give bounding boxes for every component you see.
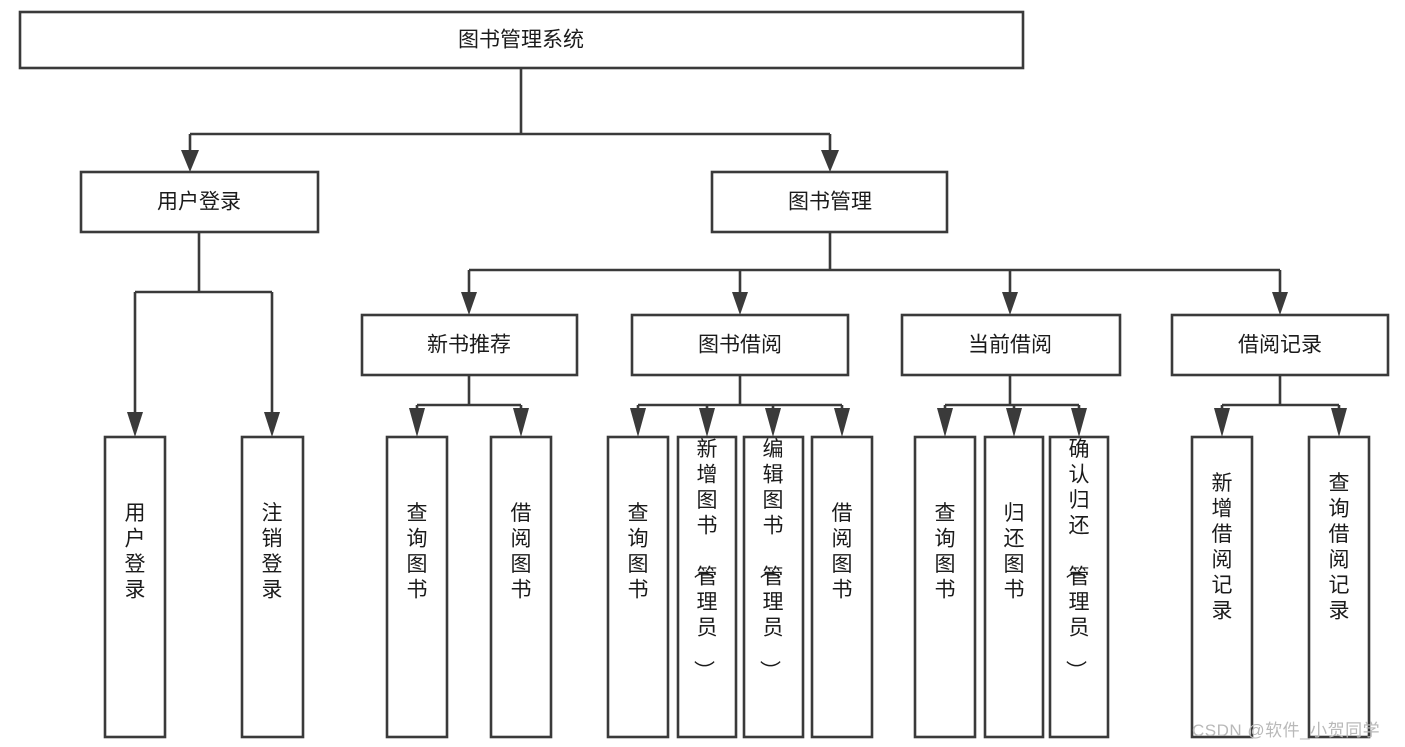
- node-root-box[interactable]: [18, 10, 1025, 70]
- leaf-query-book-3[interactable]: 查询图书: [913, 435, 977, 739]
- leaf-edit-book-label: 编辑图书（管理员）: [758, 438, 784, 681]
- node-root[interactable]: 图书管理系统: [18, 10, 1025, 70]
- leaf-add-book-box[interactable]: [676, 435, 738, 739]
- leaf-query-book-3-label: 查询图书: [935, 502, 956, 602]
- leaf-confirm-return-box[interactable]: [1048, 435, 1110, 739]
- node-new-book-rec-box[interactable]: [360, 313, 579, 377]
- node-user-login-box[interactable]: [79, 170, 320, 234]
- node-new-book-rec-label: 新书推荐: [427, 334, 511, 357]
- arrow-head-user-login: [181, 150, 199, 172]
- arrow-head-leaf-return-book: [1006, 408, 1022, 437]
- leaf-logout-label: 注销登录: [262, 502, 283, 602]
- leaf-query-record-label: 查询借阅记录: [1329, 472, 1350, 623]
- node-user-login-label: 用户登录: [157, 191, 241, 214]
- leaf-edit-book[interactable]: 编辑图书（管理员）: [742, 435, 805, 739]
- leaf-add-book[interactable]: 新增图书（管理员）: [676, 435, 738, 739]
- arrow-head-leaf-query-record: [1331, 408, 1347, 437]
- leaf-add-book-label: 新增图书（管理员）: [692, 438, 718, 681]
- leaf-add-record[interactable]: 新增借阅记录: [1190, 435, 1254, 739]
- leaf-borrow-book-1[interactable]: 借阅图书: [489, 435, 553, 739]
- leaf-user-login-box[interactable]: [103, 435, 167, 739]
- leaf-return-book-box[interactable]: [983, 435, 1045, 739]
- leaf-logout-box[interactable]: [240, 435, 305, 739]
- leaf-borrow-book-1-label: 借阅图书: [511, 502, 532, 602]
- node-borrow-record-box[interactable]: [1170, 313, 1390, 377]
- leaf-confirm-return[interactable]: 确认归还（管理员）: [1048, 435, 1110, 739]
- arrow-head-leaf-logout: [264, 412, 280, 437]
- leaf-query-book-2-label: 查询图书: [628, 502, 649, 602]
- arrow-head-leaf-query-book-2: [630, 408, 646, 437]
- leaf-borrow-book-2-box[interactable]: [810, 435, 874, 739]
- leaf-return-book[interactable]: 归还图书: [983, 435, 1045, 739]
- node-book-manage[interactable]: 图书管理: [710, 170, 949, 234]
- node-book-manage-box[interactable]: [710, 170, 949, 234]
- arrow-head-leaf-borrow-book-1: [513, 408, 529, 437]
- leaf-borrow-book-2[interactable]: 借阅图书: [810, 435, 874, 739]
- leaf-query-book-2[interactable]: 查询图书: [606, 435, 670, 739]
- leaf-user-login-label: 用户登录: [125, 502, 146, 602]
- leaf-borrow-book-1-box[interactable]: [489, 435, 553, 739]
- leaf-user-login[interactable]: 用户登录: [103, 435, 167, 739]
- node-book-manage-label: 图书管理: [788, 191, 872, 214]
- leaf-add-record-label: 新增借阅记录: [1212, 472, 1233, 623]
- node-user-login[interactable]: 用户登录: [79, 170, 320, 234]
- leaf-query-book-1-label: 查询图书: [407, 502, 428, 602]
- arrow-head-borrow-record: [1272, 292, 1288, 315]
- node-book-borrow[interactable]: 图书借阅: [630, 313, 850, 377]
- leaf-query-record-box[interactable]: [1307, 435, 1371, 739]
- node-borrow-record[interactable]: 借阅记录: [1170, 313, 1390, 377]
- csdn-watermark: CSDN @软件_小贺同学: [1192, 721, 1381, 740]
- leaf-query-book-1-box[interactable]: [385, 435, 449, 739]
- leaf-query-book-3-box[interactable]: [913, 435, 977, 739]
- arrow-head-leaf-confirm-return: [1071, 408, 1087, 437]
- node-root-label: 图书管理系统: [458, 29, 584, 52]
- arrow-head-current-borrow: [1002, 292, 1018, 315]
- arrow-head-leaf-add-book: [699, 408, 715, 437]
- leaf-edit-book-box[interactable]: [742, 435, 805, 739]
- leaf-logout[interactable]: 注销登录: [240, 435, 305, 739]
- connector-layer: [127, 68, 1347, 437]
- leaf-add-record-box[interactable]: [1190, 435, 1254, 739]
- arrow-head-leaf-query-book-3: [937, 408, 953, 437]
- leaf-query-book-2-box[interactable]: [606, 435, 670, 739]
- leaf-query-book-1[interactable]: 查询图书: [385, 435, 449, 739]
- node-book-borrow-label: 图书借阅: [698, 334, 782, 357]
- arrow-head-new-book-rec: [461, 292, 477, 315]
- arrow-head-leaf-query-book-1: [409, 408, 425, 437]
- node-current-borrow-label: 当前借阅: [968, 334, 1052, 357]
- node-new-book-rec[interactable]: 新书推荐: [360, 313, 579, 377]
- leaf-confirm-return-label: 确认归还（管理员）: [1064, 438, 1090, 681]
- node-current-borrow[interactable]: 当前借阅: [900, 313, 1122, 377]
- node-book-borrow-box[interactable]: [630, 313, 850, 377]
- leaf-query-record[interactable]: 查询借阅记录: [1307, 435, 1371, 739]
- leaf-borrow-book-2-label: 借阅图书: [832, 502, 853, 602]
- arrow-head-leaf-user-login: [127, 412, 143, 437]
- arrow-head-book-manage: [821, 150, 839, 172]
- arrow-head-book-borrow: [732, 292, 748, 315]
- leaf-return-book-label: 归还图书: [1004, 502, 1025, 602]
- arrow-head-leaf-add-record: [1214, 408, 1230, 437]
- arrow-head-leaf-edit-book: [765, 408, 781, 437]
- node-borrow-record-label: 借阅记录: [1238, 334, 1322, 357]
- arrow-head-leaf-borrow-book-2: [834, 408, 850, 437]
- node-current-borrow-box[interactable]: [900, 313, 1122, 377]
